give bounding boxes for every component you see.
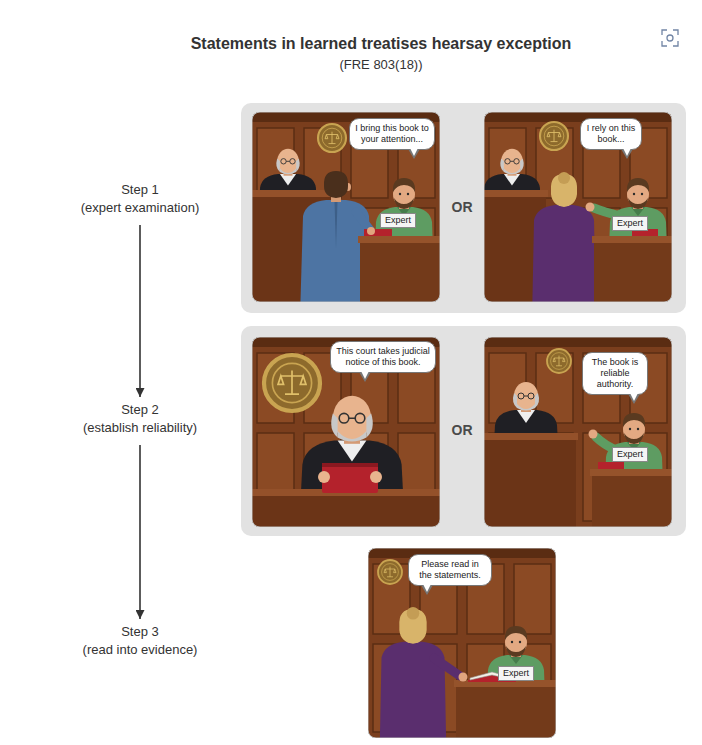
speech-bubble: This court takes judicial notice of this…: [330, 341, 436, 373]
tag-text: Expert: [617, 449, 643, 460]
step-arrow: [139, 445, 141, 619]
pointing-arm: [594, 208, 620, 216]
bench-ledge: [484, 433, 578, 440]
comic-frame: [368, 548, 556, 738]
red-book: [598, 462, 624, 469]
comic-frame: [252, 112, 440, 302]
step-text: (expert examination): [50, 199, 230, 217]
name-tag: Expert: [380, 213, 416, 228]
speech-bubble: The book is reliable authority.: [582, 352, 648, 395]
step-label: Step 1(expert examination): [50, 181, 230, 217]
hand: [318, 471, 330, 483]
tag-text: Expert: [385, 215, 411, 226]
court-seal: [547, 349, 571, 373]
tag-text: Expert: [617, 218, 643, 229]
lawyer-arm: [356, 212, 370, 230]
stand-ledge: [590, 469, 672, 476]
option-panel: OR I bring this book to your attention...…: [241, 103, 686, 313]
court-seal: [264, 355, 320, 411]
red-book: [322, 463, 378, 493]
judge-bench: [252, 493, 440, 527]
step-text: (read into evidence): [50, 641, 230, 659]
bubble-text: I bring this book to your attention...: [355, 123, 429, 145]
step-text: Step 1: [50, 181, 230, 199]
lawyer-arm: [434, 658, 460, 676]
hand: [459, 673, 468, 682]
diagram-title: Statements in learned treatises hearsay …: [141, 34, 621, 54]
step-arrow: [139, 225, 141, 397]
book-edge: [322, 463, 378, 467]
hand: [589, 430, 598, 439]
witness-stand: [360, 240, 440, 302]
bubble-text: This court takes judicial notice of this…: [336, 346, 430, 368]
scan-icon: [662, 30, 678, 46]
comic-scene: [481, 112, 674, 322]
witness-stand: [594, 240, 672, 302]
name-tag: Expert: [612, 216, 648, 231]
hand: [370, 471, 382, 483]
comic-scene: [482, 337, 674, 527]
speech-bubble: Please read in the statements.: [408, 554, 492, 586]
name-tag: Expert: [498, 666, 534, 681]
judge-bench: [484, 437, 576, 527]
comic-scene: [252, 337, 440, 557]
or-text: OR: [442, 198, 482, 216]
bench-ledge: [252, 190, 334, 197]
step-label: Step 3(read into evidence): [50, 623, 230, 659]
option-panel: OR This court takes judicial notice of th…: [241, 326, 686, 536]
bubble-text: Please read in the statements.: [414, 559, 486, 581]
bench-ledge: [484, 190, 548, 197]
court-seal: [318, 124, 346, 152]
step-text: (establish reliability): [50, 419, 230, 437]
name-tag: Expert: [612, 447, 648, 462]
wall-molding: [484, 337, 672, 347]
court-seal: [540, 122, 568, 150]
witness-stand: [592, 473, 672, 527]
witness-desk: [456, 684, 556, 738]
comic-frame: [484, 112, 672, 302]
comic-frame: [484, 337, 672, 527]
tag-text: Expert: [503, 668, 529, 679]
step-text: Step 2: [50, 401, 230, 419]
hand: [586, 203, 595, 212]
bubble-text: I rely on this book...: [586, 123, 636, 145]
or-text: OR: [442, 421, 482, 439]
step-text: Step 3: [50, 623, 230, 641]
speech-bubble: I rely on this book...: [580, 118, 642, 150]
comic-frame: [252, 337, 440, 527]
court-seal: [378, 560, 402, 584]
comic-scene: [250, 112, 442, 318]
lawyer-figure: [379, 607, 446, 738]
subtitle-label: (FRE 803(18)): [141, 56, 621, 73]
stand-ledge: [592, 236, 672, 243]
wall-molding: [484, 112, 672, 122]
stand-ledge: [358, 236, 440, 243]
step-label: Step 2(establish reliability): [50, 401, 230, 437]
lawyer-figure: [532, 172, 596, 302]
comic-scene: [368, 548, 558, 745]
hand: [367, 227, 375, 235]
bubble-text: The book is reliable authority.: [588, 357, 642, 390]
option-band: [241, 326, 686, 536]
speech-bubble: I bring this book to your attention...: [349, 118, 435, 150]
